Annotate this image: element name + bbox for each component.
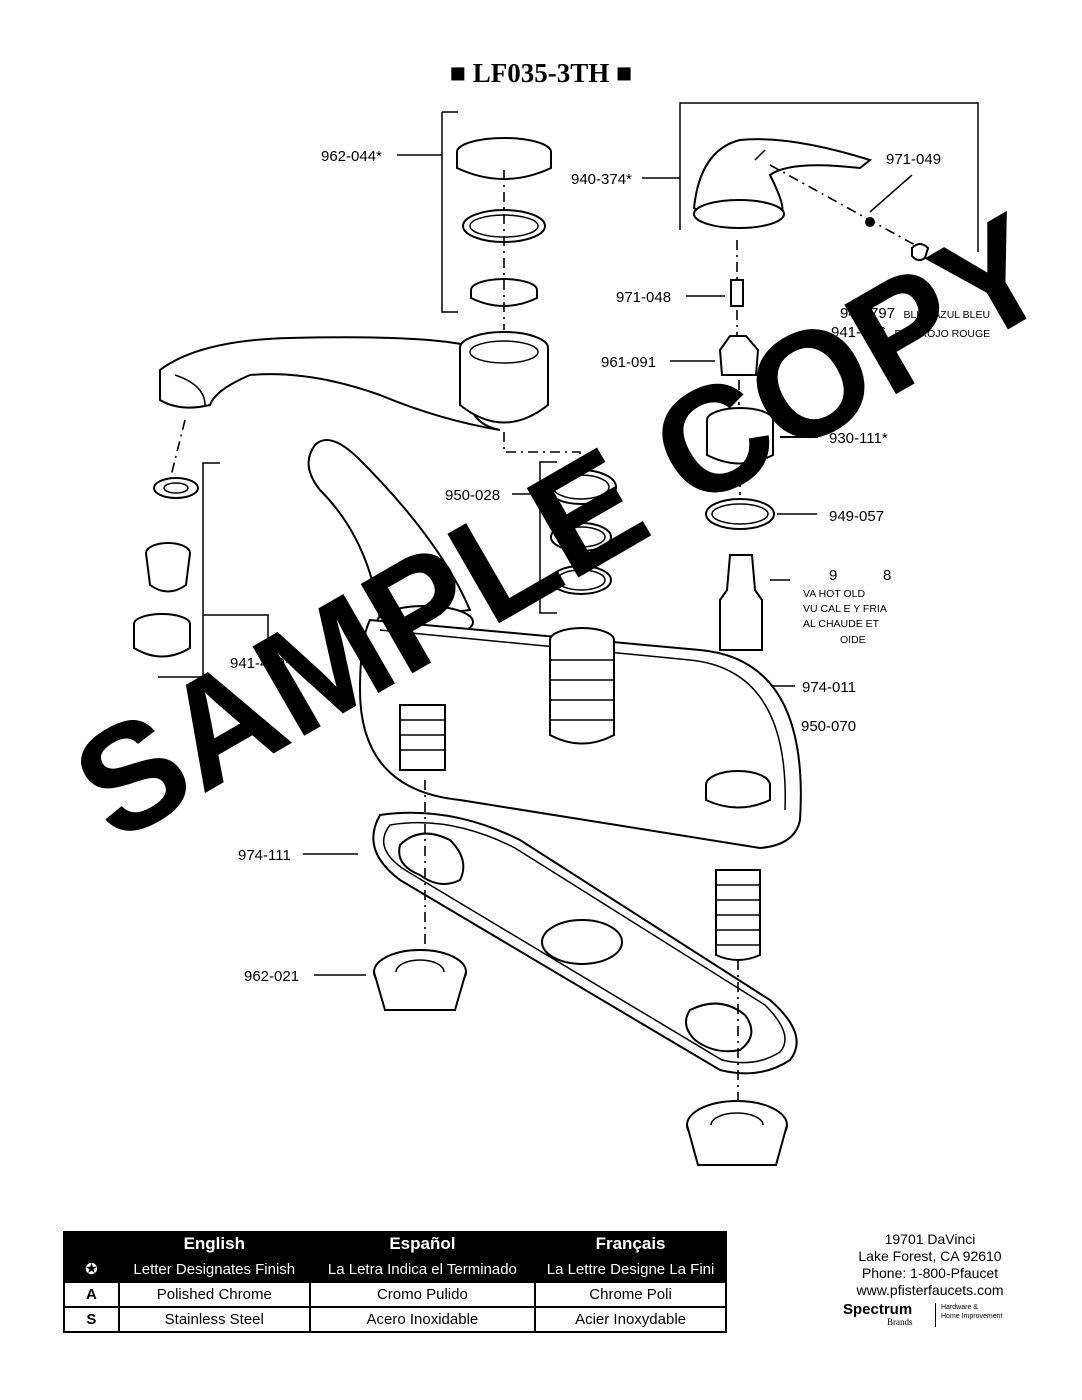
page-title: ■ LF035-3TH ■	[449, 58, 633, 88]
label-941-796-desc: RED ROJO ROUGE	[895, 328, 991, 340]
finish-english: Stainless Steel	[117, 1306, 311, 1333]
spectrum-brands-logo: Spectrum Brands Hardware & Home Improvem…	[843, 1301, 1028, 1331]
header-english: English	[117, 1231, 311, 1257]
faucet-body	[307, 439, 802, 961]
spout	[159, 331, 549, 431]
address-phone: Phone: 1-800-Pfaucet	[861, 1265, 999, 1281]
label-valve-line1: VA HOT OLD	[803, 588, 865, 600]
label-961-091: 961-091	[601, 354, 656, 371]
label-valve-line2: VU CAL E Y FRIA	[803, 603, 887, 615]
finish-code: A	[63, 1281, 120, 1308]
finish-espanol: Acero Inoxidable	[308, 1306, 537, 1333]
spout-cap-assembly	[397, 111, 552, 313]
o-ring-assembly	[512, 461, 617, 614]
label-962-044: 962-044*	[321, 148, 382, 165]
label-941-796-number: 941-796	[831, 324, 886, 341]
table-row: A Polished Chrome Cromo Pulido Chrome Po…	[63, 1281, 727, 1308]
brand-name: Spectrum	[843, 1301, 913, 1318]
aerator-assembly	[133, 462, 269, 678]
finish-espanol: Cromo Pulido	[308, 1281, 537, 1308]
finish-table-corner	[63, 1231, 120, 1257]
finish-code: S	[63, 1306, 120, 1333]
brand-tagline-1: Hardware &	[941, 1304, 978, 1311]
label-valve-part-number: 9	[829, 567, 837, 584]
base-plate	[303, 780, 798, 1100]
desc-espanol: La Letra Indica el Terminado	[308, 1255, 537, 1283]
header-espanol: Español	[308, 1231, 537, 1257]
finish-table: English Español Français ✪ Letter Design…	[63, 1231, 727, 1333]
label-950-070: 950-070	[801, 718, 856, 735]
label-974-111: 974-111	[238, 847, 291, 864]
desc-english: Letter Designates Finish	[117, 1255, 311, 1283]
handle-assembly	[642, 102, 979, 280]
label-974-011: 974-011	[802, 679, 856, 696]
label-941-797-number: 941-797	[840, 305, 895, 322]
header-francais: Français	[534, 1231, 727, 1257]
finish-francais: Acier Inoxydable	[534, 1306, 727, 1333]
label-971-049: 971-049	[886, 151, 941, 168]
label-941-796: 941-796 RED ROJO ROUGE	[831, 324, 990, 341]
label-949-057: 949-057	[829, 508, 884, 525]
label-valve-line3: AL CHAUDE ET	[803, 618, 880, 630]
label-941-797: 941-797 BLUE AZUL BLEU	[840, 305, 990, 322]
mounting-nuts	[314, 949, 788, 1166]
address-city: Lake Forest, CA 92610	[858, 1248, 1002, 1264]
label-valve-part-number-end: 8	[883, 567, 891, 584]
label-940-374: 940-374*	[571, 171, 632, 188]
label-962-021: 962-021	[244, 968, 299, 985]
finish-symbol-icon: ✪	[63, 1255, 120, 1283]
brand-divider	[935, 1303, 936, 1327]
label-930-111: 930-111*	[829, 430, 888, 447]
brand-sub: Brands	[887, 1317, 913, 1327]
table-row: S Stainless Steel Acero Inoxidable Acier…	[63, 1306, 727, 1333]
label-valve-line4: OIDE	[840, 634, 866, 646]
brand-tagline-2: Home Improvement	[941, 1313, 1003, 1320]
exploded-parts-diagram: 962-044* 940-374* 971-049 971-048 941-79…	[47, 102, 1077, 1166]
address-website-link[interactable]: www.pfisterfaucets.com	[856, 1282, 1004, 1298]
finish-english: Polished Chrome	[117, 1281, 311, 1308]
desc-francais: La Lettre Designe La Fini	[534, 1255, 727, 1283]
label-971-048: 971-048	[616, 289, 671, 306]
label-950-028: 950-028	[445, 487, 500, 504]
label-941-479: 941-479*	[230, 655, 291, 672]
company-address: 19701 DaVinci Lake Forest, CA 92610 Phon…	[830, 1231, 1030, 1299]
finish-francais: Chrome Poli	[534, 1281, 727, 1308]
address-street: 19701 DaVinci	[884, 1231, 976, 1247]
label-941-797-desc: BLUE AZUL BLEU	[904, 309, 991, 321]
finish-table-description-row: ✪ Letter Designates Finish La Letra Indi…	[63, 1255, 727, 1283]
finish-table-language-row: English Español Français	[63, 1231, 727, 1257]
